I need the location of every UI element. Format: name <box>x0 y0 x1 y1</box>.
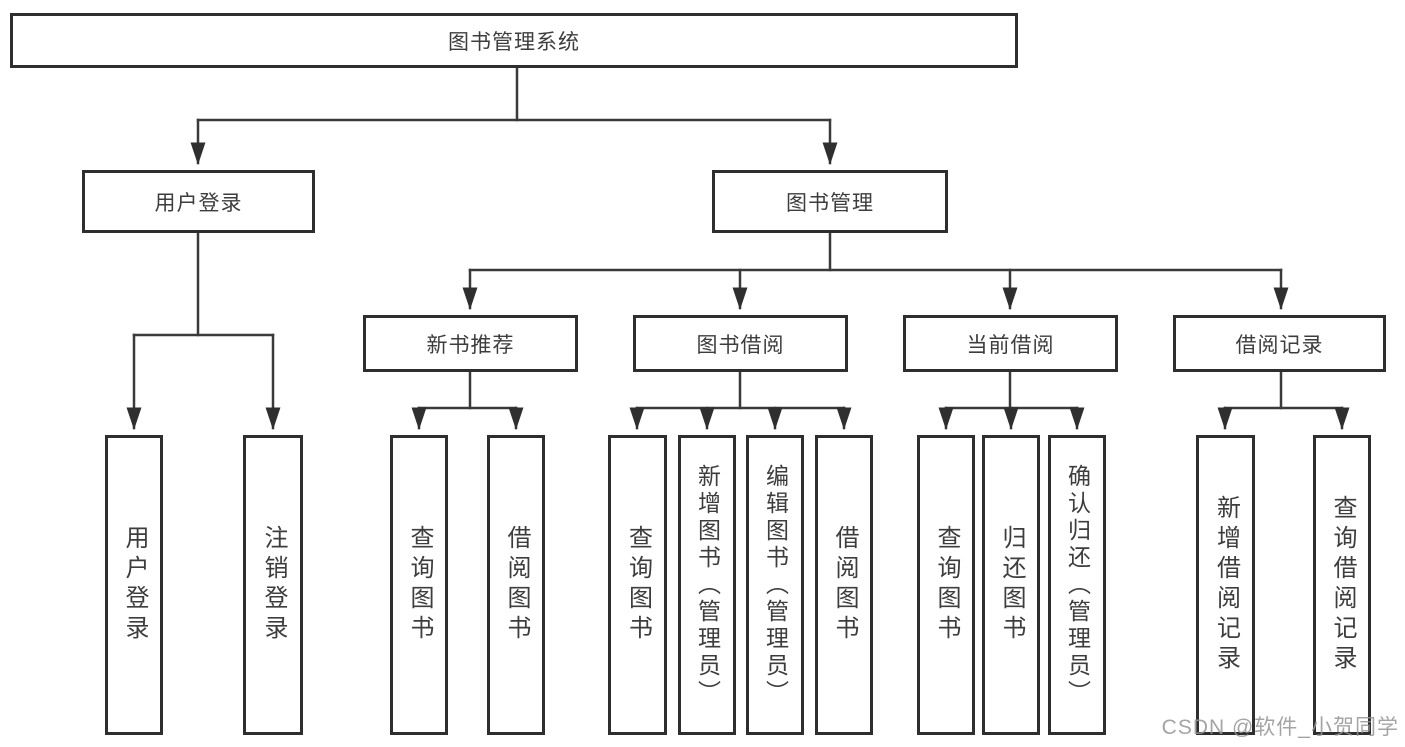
leaf-query-borrow-record: 查询借阅记录 <box>1313 435 1371 735</box>
leaf-query-book-current: 查询图书 <box>917 435 975 735</box>
csdn-watermark: CSDN @软件_小贺同学 <box>1161 716 1399 739</box>
node-label: 查询图书 <box>933 525 960 645</box>
connector-book-borrow-group <box>629 370 852 430</box>
connector-new-book-group <box>411 370 524 430</box>
leaf-borrow-book-newbook: 借阅图书 <box>487 435 545 735</box>
node-label: 查询图书 <box>406 525 433 645</box>
node-label: 归还图书 <box>998 525 1025 645</box>
node-label: 新增图书（管理员） <box>694 463 721 707</box>
connector-borrow-record-group <box>1217 370 1350 430</box>
node-current-borrow: 当前借阅 <box>903 315 1118 372</box>
node-label: 查询借阅记录 <box>1329 495 1356 675</box>
node-label: 图书借阅 <box>696 333 785 357</box>
node-label: 查询图书 <box>624 525 652 645</box>
node-label: 新增借阅记录 <box>1212 495 1240 675</box>
node-label: 借阅图书 <box>503 525 530 645</box>
node-label: 用户登录 <box>154 191 243 215</box>
leaf-add-book-admin: 新增图书（管理员） <box>678 435 736 735</box>
leaf-logout: 注销登录 <box>243 435 303 735</box>
node-label: 用户登录 <box>121 525 148 645</box>
node-label: 图书管理系统 <box>448 30 580 54</box>
node-label: 当前借阅 <box>966 333 1055 357</box>
leaf-add-borrow-record: 新增借阅记录 <box>1196 435 1255 735</box>
node-new-book-recommend: 新书推荐 <box>363 315 578 372</box>
leaf-query-book-borrow: 查询图书 <box>608 435 667 735</box>
node-borrow-record: 借阅记录 <box>1173 315 1386 372</box>
leaf-borrow-book: 借阅图书 <box>815 435 873 735</box>
node-root-system: 图书管理系统 <box>10 13 1018 68</box>
node-label: 新书推荐 <box>426 333 515 357</box>
node-label: 图书管理 <box>786 191 874 215</box>
leaf-edit-book-admin: 编辑图书（管理员） <box>746 435 804 735</box>
node-book-borrow: 图书借阅 <box>633 315 848 372</box>
node-label: 编辑图书（管理员） <box>762 463 789 707</box>
connector-current-borrow-group <box>938 370 1085 430</box>
node-label: 注销登录 <box>260 525 287 645</box>
node-label: 借阅记录 <box>1235 333 1324 357</box>
leaf-confirm-return-admin: 确认归还（管理员） <box>1048 435 1106 735</box>
node-label: 确认归还（管理员） <box>1064 463 1091 707</box>
node-user-login: 用户登录 <box>82 170 315 233</box>
connector-root-to-level2 <box>190 66 838 165</box>
leaf-user-login: 用户登录 <box>105 435 163 735</box>
leaf-return-book: 归还图书 <box>982 435 1040 735</box>
node-book-management: 图书管理 <box>712 170 948 233</box>
node-label: 借阅图书 <box>831 525 858 645</box>
leaf-query-book-newbook: 查询图书 <box>390 435 448 735</box>
connector-user-login-group <box>126 231 281 430</box>
connector-book-management-group <box>462 231 1289 310</box>
